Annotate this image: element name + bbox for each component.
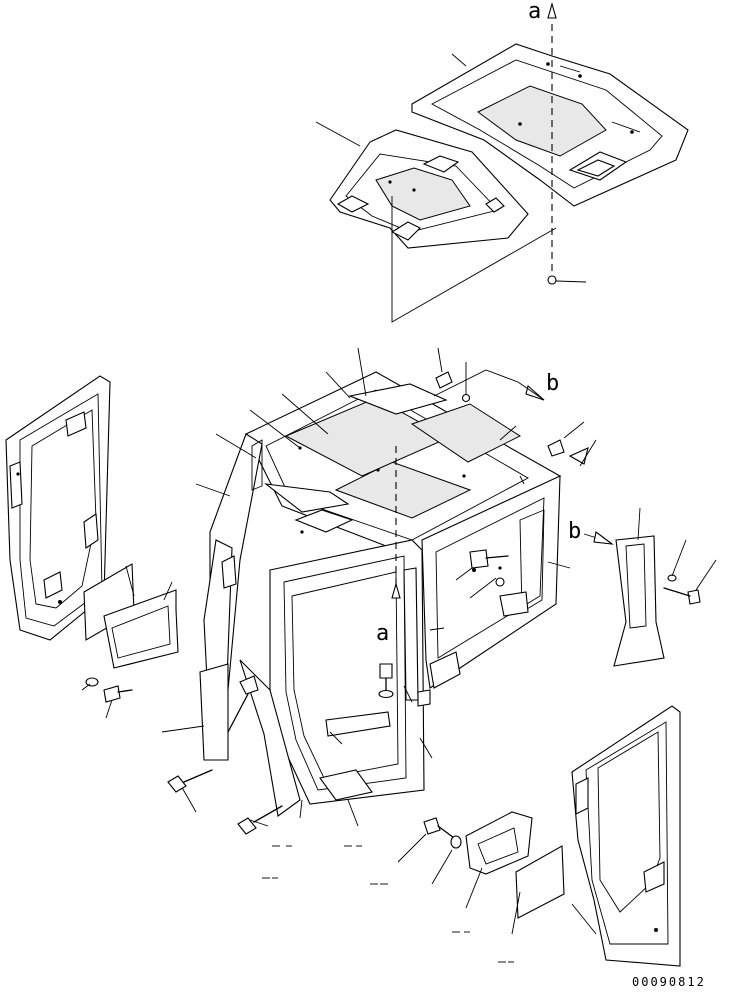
left-bolts (81, 677, 133, 719)
right-door (571, 705, 681, 967)
right-bolts (397, 817, 597, 935)
door-pocket-left (83, 563, 179, 669)
arrow-b-side (593, 531, 614, 545)
leader-b-top (433, 369, 519, 397)
reference-box (391, 196, 557, 323)
left-door (5, 375, 111, 641)
label-b-top: b (546, 371, 559, 396)
line-b-top (517, 381, 545, 401)
roof-bolts (435, 371, 589, 465)
pillar-cover (613, 507, 717, 667)
door-pocket-right (465, 811, 565, 919)
drawing-number: 00090812 (632, 975, 706, 989)
leaders-cab (161, 347, 597, 827)
callout-marks (262, 845, 514, 963)
label-b-side: b (568, 519, 581, 544)
roof-bolt (547, 275, 557, 285)
arrow-a-top (547, 1, 557, 19)
leader-front-liner (315, 121, 361, 147)
leader-roof-bolt (555, 280, 587, 283)
arrow-a-mid (391, 581, 401, 599)
label-a-top: a (528, 0, 541, 24)
label-a-mid: a (376, 621, 389, 646)
leader-roof-panel (451, 53, 467, 67)
roof-panel (411, 43, 689, 207)
middle-bolts (167, 549, 509, 835)
cab-frame (199, 371, 562, 817)
